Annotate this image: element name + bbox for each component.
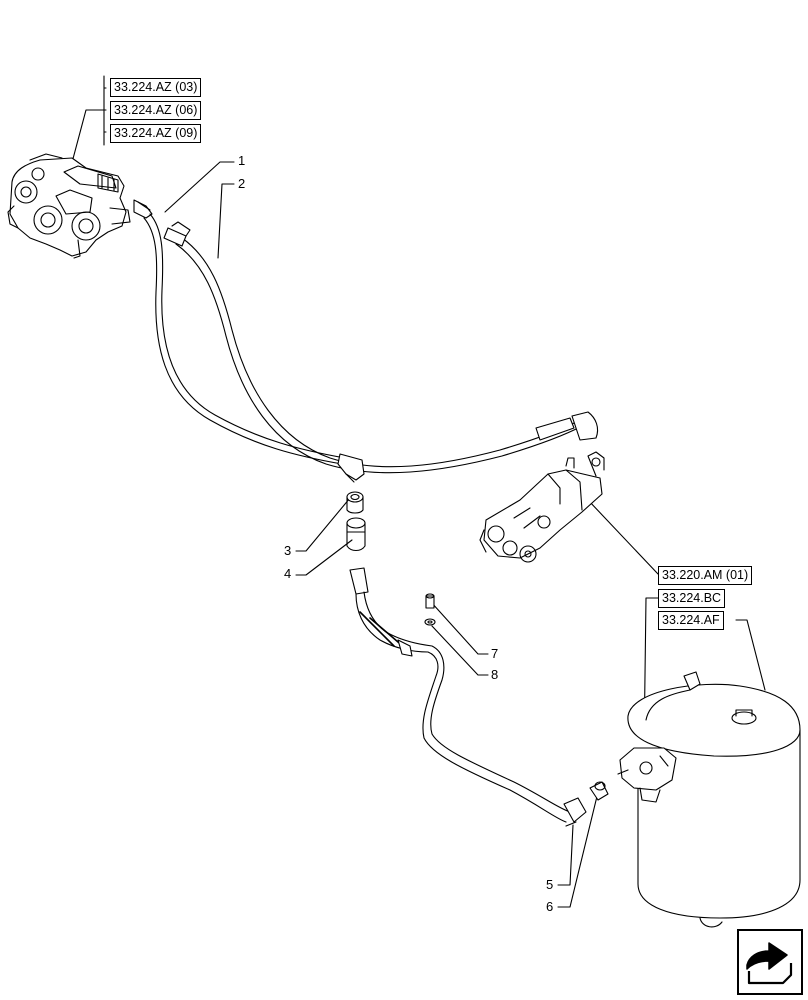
callout-leaders bbox=[164, 161, 601, 908]
ref-link-33-220-am-01[interactable]: 33.220.AM (01) bbox=[658, 566, 753, 585]
callout-3: 3 bbox=[284, 543, 292, 558]
ref-link-33-224-az-09[interactable]: 33.224.AZ (09) bbox=[110, 124, 202, 143]
callout-8: 8 bbox=[491, 667, 499, 682]
ref-link-33-224-az-03[interactable]: 33.224.AZ (03) bbox=[110, 78, 202, 97]
pipe-assembly bbox=[349, 567, 587, 827]
hose-2 bbox=[163, 221, 599, 474]
callout-1: 1 bbox=[238, 153, 246, 168]
next-page-arrow-glyph bbox=[746, 942, 793, 985]
adapter-4 bbox=[346, 517, 366, 552]
hose-1 bbox=[143, 213, 346, 465]
reference-leaders bbox=[69, 75, 766, 753]
callout-6: 6 bbox=[546, 899, 554, 914]
bolt-7 bbox=[425, 593, 435, 609]
callout-4: 4 bbox=[284, 566, 292, 581]
hydraulic-pump bbox=[7, 153, 153, 259]
adapter-3 bbox=[346, 491, 364, 514]
callout-7: 7 bbox=[491, 646, 499, 661]
elbow-fitting bbox=[337, 453, 365, 483]
ref-link-33-224-az-06[interactable]: 33.224.AZ (06) bbox=[110, 101, 202, 120]
ref-link-33-224-af[interactable]: 33.224.AF bbox=[658, 611, 724, 630]
adapter-6 bbox=[589, 781, 609, 801]
callout-2: 2 bbox=[238, 176, 246, 191]
air-tank-assembly bbox=[617, 671, 801, 928]
control-valve-assembly bbox=[479, 451, 605, 563]
ref-link-33-224-bc[interactable]: 33.224.BC bbox=[658, 589, 726, 608]
washer-8 bbox=[424, 618, 436, 626]
next-page-arrow-icon[interactable] bbox=[737, 929, 803, 995]
callout-5: 5 bbox=[546, 877, 554, 892]
